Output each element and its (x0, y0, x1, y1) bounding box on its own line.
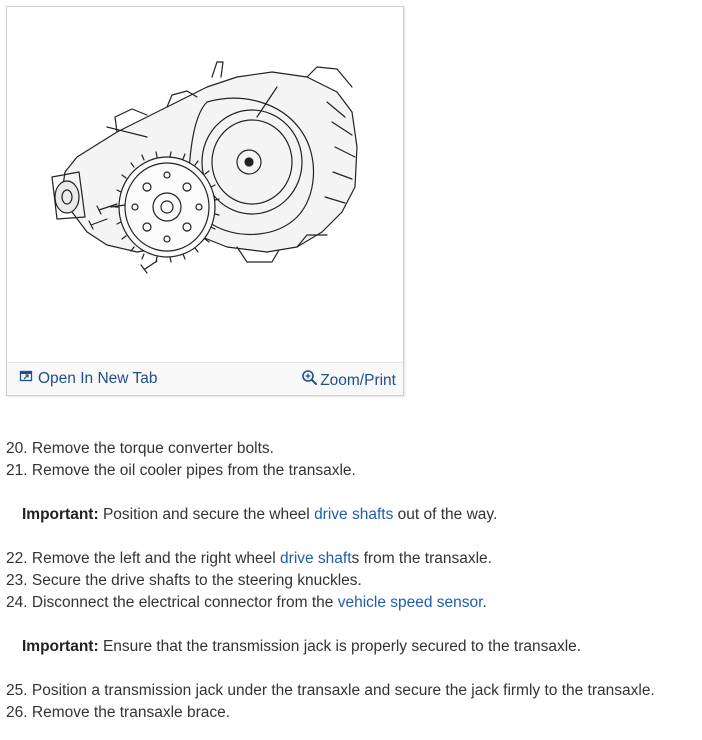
important-text: Ensure that the transmission jack is pro… (102, 638, 582, 655)
drive-shaft-link[interactable]: drive shaft (280, 550, 352, 567)
important-label: Important: (22, 506, 99, 523)
instructions: 20. Remove the torque converter bolts. 2… (6, 438, 696, 724)
open-new-tab-icon (19, 369, 33, 389)
step-number: 26. (6, 704, 28, 721)
open-in-new-tab-link[interactable]: Open In New Tab (19, 369, 157, 389)
zoom-print-label: Zoom/Print (320, 371, 396, 389)
step-text-post: . (482, 594, 487, 611)
important-note-2: Important: Ensure that the transmission … (6, 636, 696, 658)
figure-panel: Open In New Tab Zoom/Print (6, 6, 404, 396)
step-22: 22. Remove the left and the right wheel … (6, 548, 696, 570)
step-21: 21. Remove the oil cooler pipes from the… (6, 460, 696, 482)
important-text-pre: Position and secure the wheel (102, 506, 315, 523)
step-24: 24. Disconnect the electrical connector … (6, 592, 696, 614)
step-text: Remove the torque converter bolts. (31, 440, 274, 457)
zoom-print-link[interactable]: Zoom/Print (301, 369, 396, 392)
open-in-new-tab-label: Open In New Tab (38, 370, 158, 387)
step-20: 20. Remove the torque converter bolts. (6, 438, 696, 460)
step-number: 23. (6, 572, 28, 589)
zoom-icon (301, 369, 318, 392)
step-26: 26. Remove the transaxle brace. (6, 702, 696, 724)
step-number: 20. (6, 440, 28, 457)
step-text: Secure the drive shafts to the steering … (31, 572, 362, 589)
step-number: 21. (6, 462, 28, 479)
step-number: 24. (6, 594, 28, 611)
step-number: 22. (6, 550, 28, 567)
drive-shafts-link[interactable]: drive shafts (314, 506, 394, 523)
important-text-post: out of the way. (393, 506, 498, 523)
important-note-1: Important: Position and secure the wheel… (6, 504, 696, 526)
figure-footer: Open In New Tab Zoom/Print (7, 362, 403, 395)
step-number: 25. (6, 682, 28, 699)
step-text: Remove the oil cooler pipes from the tra… (31, 462, 356, 479)
step-text-pre: Remove the left and the right wheel (31, 550, 281, 567)
step-text-pre: Disconnect the electrical connector from… (31, 594, 338, 611)
step-text-post: s from the transaxle. (351, 550, 492, 567)
step-text: Remove the transaxle brace. (31, 704, 231, 721)
transaxle-illustration (7, 7, 403, 363)
important-label: Important: (22, 638, 99, 655)
vehicle-speed-sensor-link[interactable]: vehicle speed sensor (337, 594, 483, 611)
step-23: 23. Secure the drive shafts to the steer… (6, 570, 696, 592)
step-text: Position a transmission jack under the t… (31, 682, 655, 699)
step-25: 25. Position a transmission jack under t… (6, 680, 696, 702)
